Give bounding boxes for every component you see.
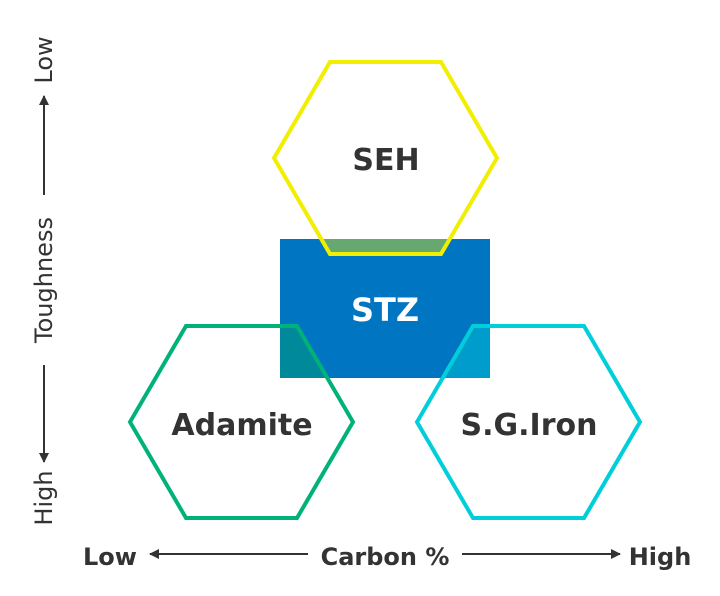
stz-label: STZ xyxy=(351,291,419,329)
seh-stz-overlap xyxy=(280,239,490,254)
x-axis-left-label: Low xyxy=(83,543,137,571)
sgiron-label: S.G.Iron xyxy=(461,408,598,443)
sgiron-hexagon xyxy=(414,324,643,520)
x-axis-title: Carbon % xyxy=(321,543,450,571)
y-axis-title: Toughness xyxy=(30,217,58,344)
y-axis-top-label: Low xyxy=(30,36,58,83)
y-axis-bottom-label: High xyxy=(30,470,58,525)
adamite-label: Adamite xyxy=(171,408,312,443)
seh-label: SEH xyxy=(352,143,419,178)
seh-hexagon xyxy=(271,60,500,256)
adamite-hexagon xyxy=(127,324,356,520)
x-axis-right-label: High xyxy=(629,543,692,571)
